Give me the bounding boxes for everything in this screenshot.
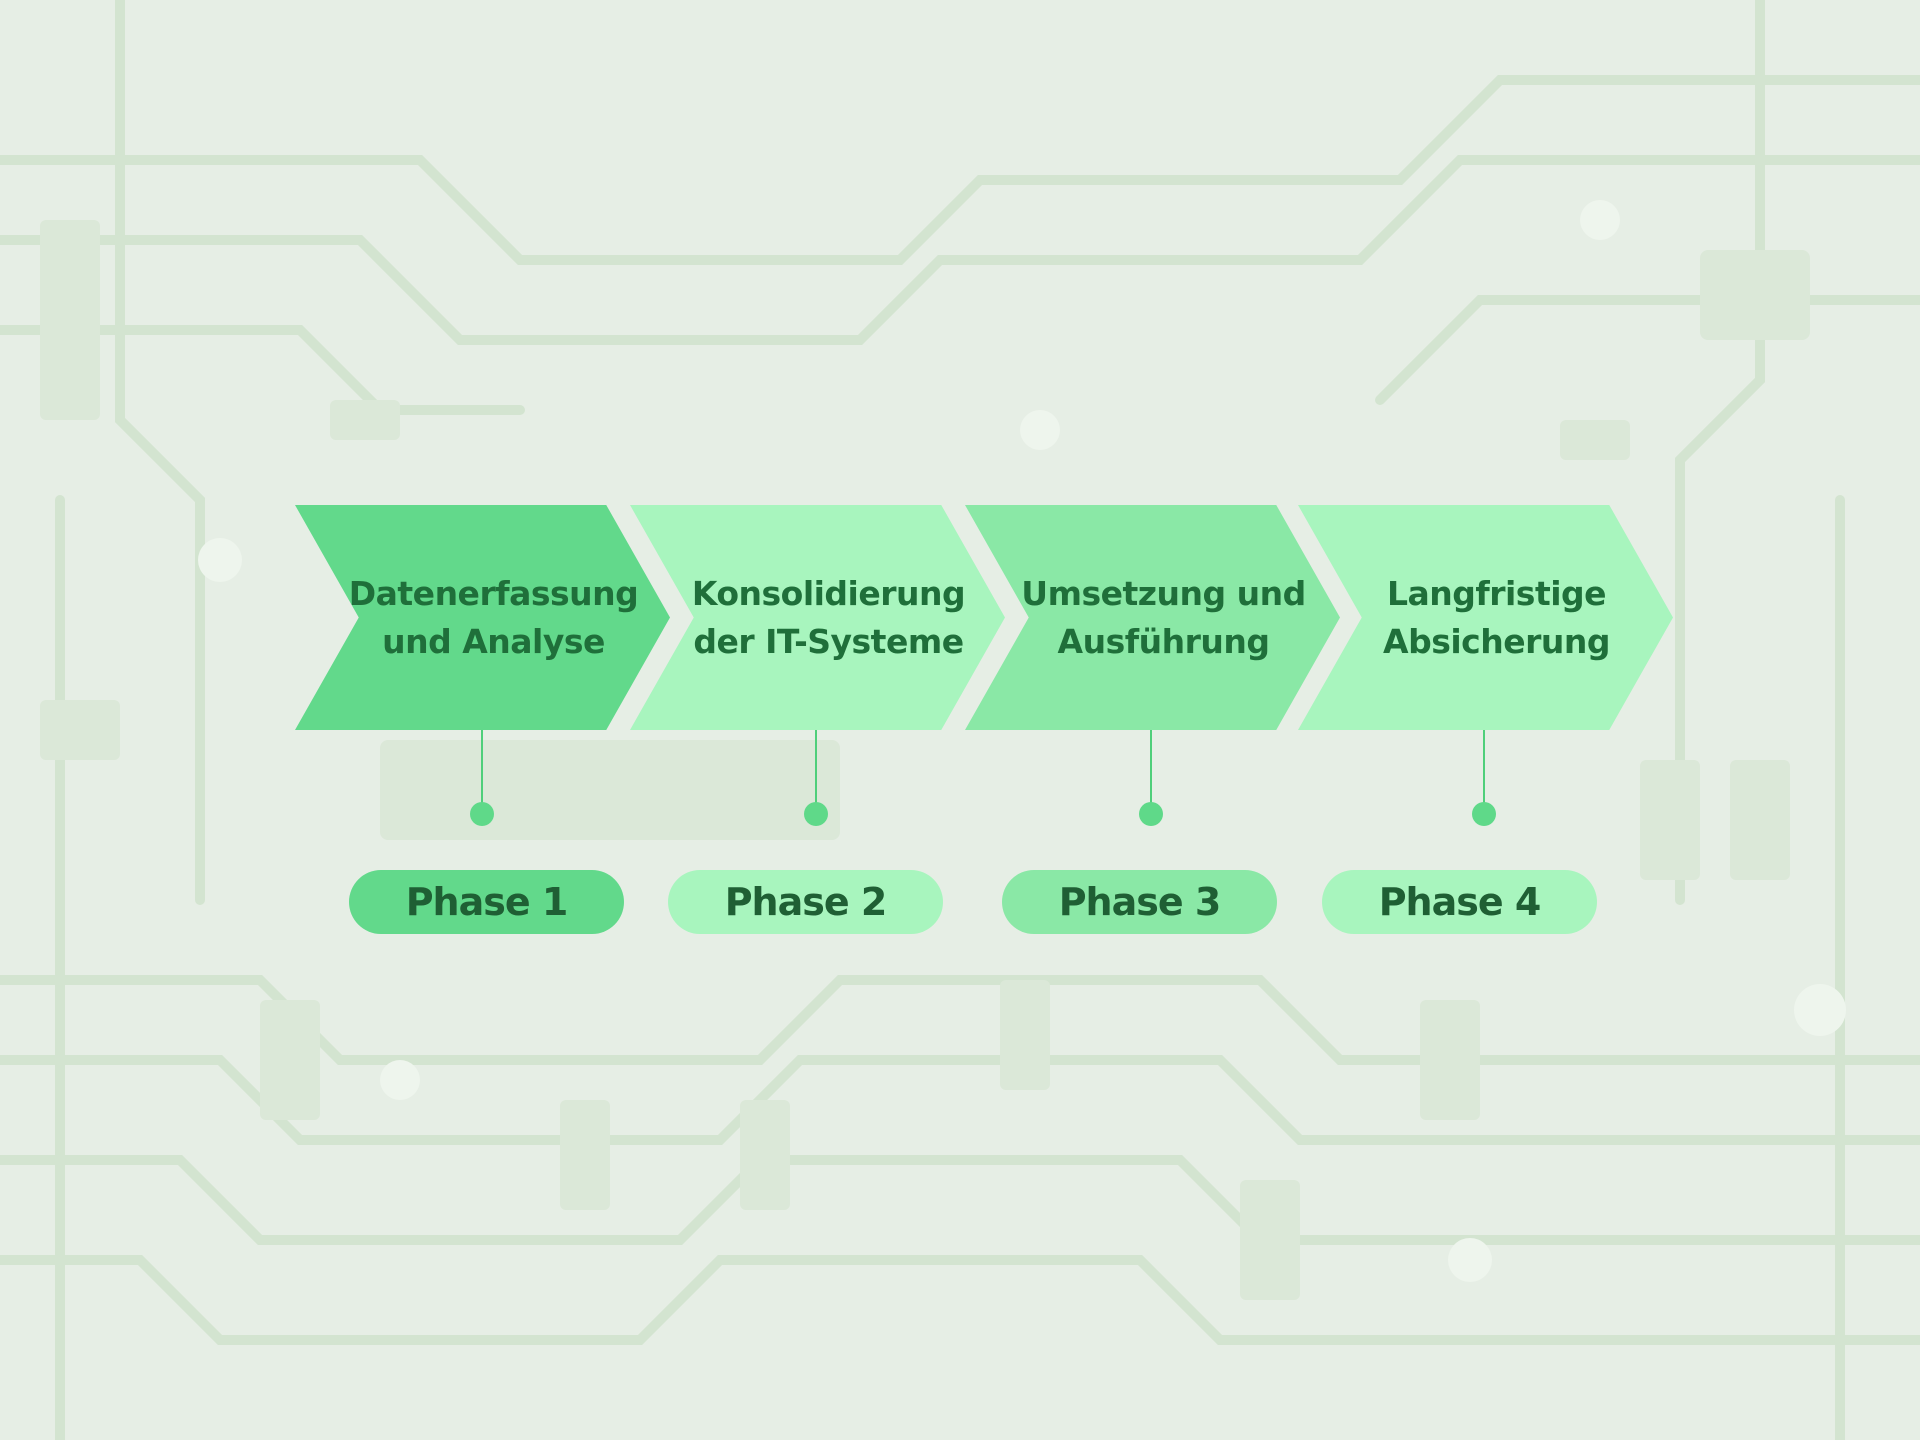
phase-4-connector-dot <box>1472 802 1496 826</box>
phase-3-title-line2: Ausführung <box>1057 621 1270 661</box>
phase-1-title-line1: Datenerfassung <box>348 573 639 613</box>
phase-3-label: Phase 3 <box>1002 870 1277 934</box>
phase-4-label: Phase 4 <box>1322 870 1597 934</box>
phase-2-connector <box>815 730 817 815</box>
phase-1-title-line2: und Analyse <box>382 621 605 661</box>
phase-1-connector-dot <box>470 802 494 826</box>
phase-1-connector <box>481 730 483 815</box>
phase-2-title-line2: der IT-Systeme <box>693 621 964 661</box>
phase-2-connector-dot <box>804 802 828 826</box>
phase-3-connector-dot <box>1139 802 1163 826</box>
phase-3-connector <box>1150 730 1152 815</box>
phase-4-connector <box>1483 730 1485 815</box>
phase-4-title-line2: Absicherung <box>1383 621 1610 661</box>
phase-4-title-line1: Langfristige <box>1386 573 1607 613</box>
phase-2-title: Konsolidierung der IT-Systeme <box>670 570 966 666</box>
phase-1-title: Datenerfassung und Analyse <box>327 570 639 666</box>
phase-3-title-line1: Umsetzung und <box>1021 573 1306 613</box>
phase-1-chevron: Datenerfassung und Analyse <box>295 505 670 730</box>
phase-1-label: Phase 1 <box>349 870 624 934</box>
phase-2-label: Phase 2 <box>668 870 943 934</box>
phase-2-chevron: Konsolidierung der IT-Systeme <box>630 505 1005 730</box>
phase-2-title-line1: Konsolidierung <box>691 573 966 613</box>
